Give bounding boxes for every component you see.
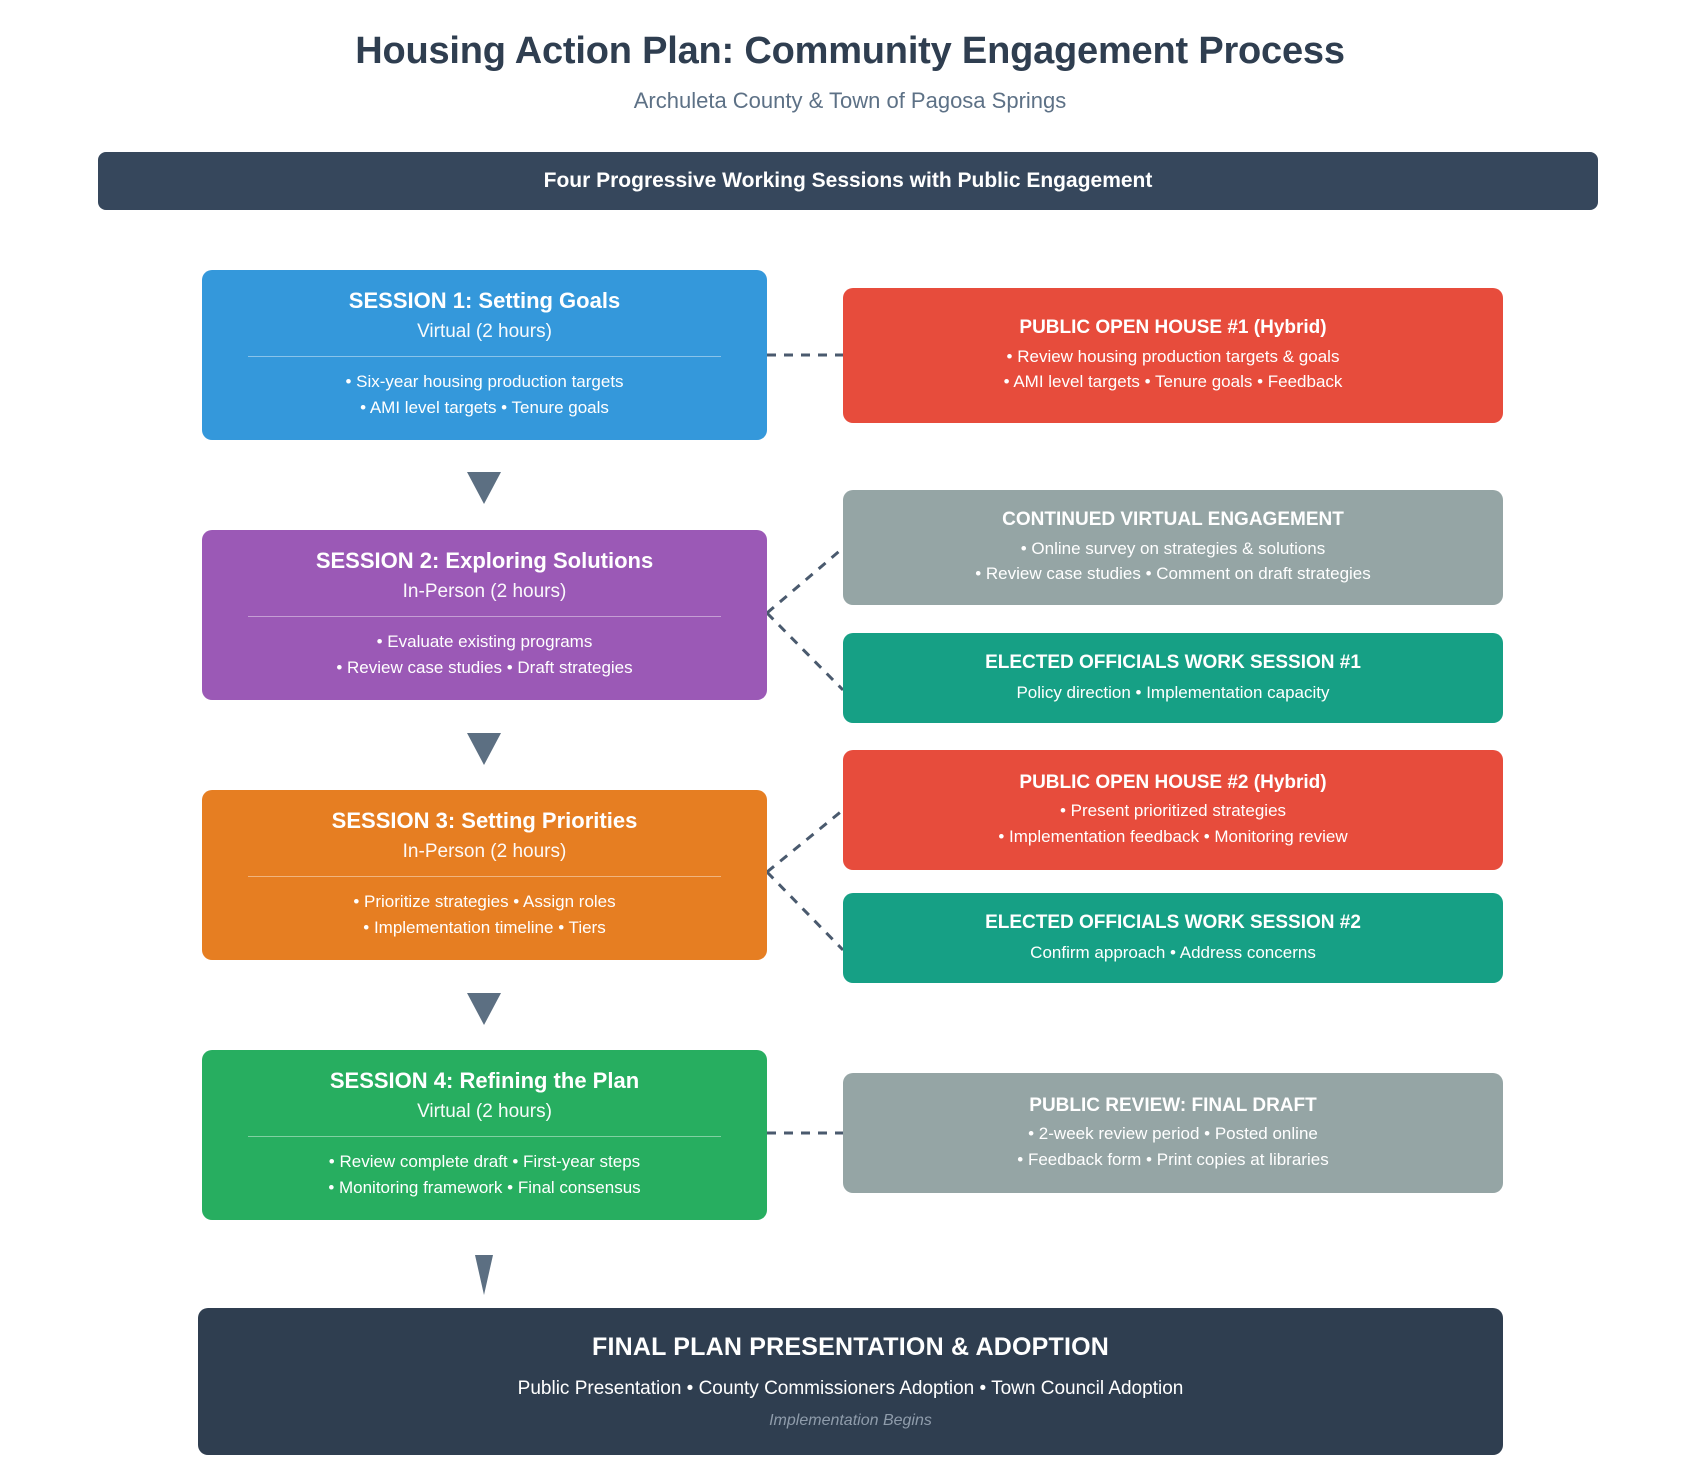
session-4-card[interactable]: SESSION 4: Refining the Plan Virtual (2 … (202, 1050, 767, 1220)
page-subtitle: Archuleta County & Town of Pagosa Spring… (633, 87, 1067, 113)
process-banner-label: Four Progressive Working Sessions with P… (543, 169, 1153, 192)
process-banner: Four Progressive Working Sessions with P… (98, 152, 1598, 210)
session-4-detail-2: • Monitoring framework • Final consensus (328, 1178, 641, 1198)
session-4-title: SESSION 4: Refining the Plan (329, 1068, 640, 1094)
continued-virtual-engagement-detail-2: • Review case studies • Comment on draft… (975, 564, 1371, 584)
session-3-mode: In-Person (2 hours) (402, 840, 567, 862)
continued-virtual-engagement-detail-1: • Online survey on strategies & solution… (1020, 538, 1326, 558)
arrow-session1-to-session2 (467, 472, 501, 504)
continued-virtual-engagement-card[interactable]: CONTINUED VIRTUAL ENGAGEMENT • Online su… (843, 490, 1503, 605)
session-1-card[interactable]: SESSION 1: Setting Goals Virtual (2 hour… (202, 270, 767, 440)
final-plan-adoption-card[interactable]: FINAL PLAN PRESENTATION & ADOPTION Publi… (198, 1308, 1503, 1455)
elected-officials-work-session-2-detail-1: Confirm approach • Address concerns (1030, 942, 1316, 962)
session-4-mode: Virtual (2 hours) (417, 1100, 552, 1122)
session-2-title: SESSION 2: Exploring Solutions (315, 548, 654, 574)
public-review-final-draft-card[interactable]: PUBLIC REVIEW: FINAL DRAFT • 2-week revi… (843, 1073, 1503, 1193)
final-plan-adoption-detail: Public Presentation • County Commissione… (517, 1378, 1184, 1399)
session-1-divider (248, 355, 721, 357)
elected-officials-work-session-2-card[interactable]: ELECTED OFFICIALS WORK SESSION #2 Confir… (843, 893, 1503, 983)
session-1-mode: Virtual (2 hours) (417, 320, 552, 342)
final-plan-adoption-title: FINAL PLAN PRESENTATION & ADOPTION (592, 1333, 1109, 1361)
session-2-mode: In-Person (2 hours) (402, 580, 567, 602)
session-2-detail-2: • Review case studies • Draft strategies (336, 658, 633, 678)
elected-officials-work-session-2-title: ELECTED OFFICIALS WORK SESSION #2 (985, 911, 1361, 933)
public-open-house-2-detail-2: • Implementation feedback • Monitoring r… (998, 826, 1348, 846)
session-3-detail-1: • Prioritize strategies • Assign roles (353, 891, 616, 911)
session-3-title: SESSION 3: Setting Priorities (331, 808, 638, 834)
session-2-divider (248, 615, 721, 617)
arrow-session4-to-final (475, 1255, 493, 1295)
session-1-title: SESSION 1: Setting Goals (348, 288, 621, 314)
final-plan-adoption-note: Implementation Begins (769, 1412, 932, 1429)
session-4-divider (248, 1135, 721, 1137)
arrow-session2-to-session3 (467, 733, 501, 765)
public-open-house-2-card[interactable]: PUBLIC OPEN HOUSE #2 (Hybrid) • Present … (843, 750, 1503, 870)
public-open-house-1-title: PUBLIC OPEN HOUSE #1 (Hybrid) (1019, 317, 1327, 339)
elected-officials-work-session-1-card[interactable]: ELECTED OFFICIALS WORK SESSION #1 Policy… (843, 633, 1503, 723)
arrow-session3-to-session4 (467, 993, 501, 1025)
public-review-final-draft-title: PUBLIC REVIEW: FINAL DRAFT (1029, 1094, 1317, 1116)
public-open-house-2-title: PUBLIC OPEN HOUSE #2 (Hybrid) (1019, 771, 1327, 793)
elected-officials-work-session-1-title: ELECTED OFFICIALS WORK SESSION #1 (985, 651, 1361, 673)
public-open-house-2-detail-1: • Present prioritized strategies (1059, 801, 1287, 821)
session-1-detail-2: • AMI level targets • Tenure goals (360, 398, 609, 418)
public-review-final-draft-detail-2: • Feedback form • Print copies at librar… (1017, 1149, 1329, 1169)
diagram-header: Housing Action Plan: Community Engagemen… (0, 0, 1700, 114)
session-4-detail-1: • Review complete draft • First-year ste… (328, 1151, 641, 1171)
elected-officials-work-session-1-detail-1: Policy direction • Implementation capaci… (1016, 682, 1330, 702)
session-3-divider (248, 875, 721, 877)
session-2-detail-1: • Evaluate existing programs (376, 631, 593, 651)
public-open-house-1-card[interactable]: PUBLIC OPEN HOUSE #1 (Hybrid) • Review h… (843, 288, 1503, 423)
public-open-house-1-detail-1: • Review housing production targets & go… (1006, 346, 1340, 366)
session-2-card[interactable]: SESSION 2: Exploring Solutions In-Person… (202, 530, 767, 700)
continued-virtual-engagement-title: CONTINUED VIRTUAL ENGAGEMENT (1002, 509, 1344, 531)
page-title: Housing Action Plan: Community Engagemen… (355, 30, 1345, 72)
public-open-house-1-detail-2: • AMI level targets • Tenure goals • Fee… (1003, 372, 1343, 392)
session-3-detail-2: • Implementation timeline • Tiers (363, 918, 606, 938)
public-review-final-draft-detail-1: • 2-week review period • Posted online (1028, 1124, 1318, 1144)
session-3-card[interactable]: SESSION 3: Setting Priorities In-Person … (202, 790, 767, 960)
session-1-detail-1: • Six-year housing production targets (345, 371, 624, 391)
